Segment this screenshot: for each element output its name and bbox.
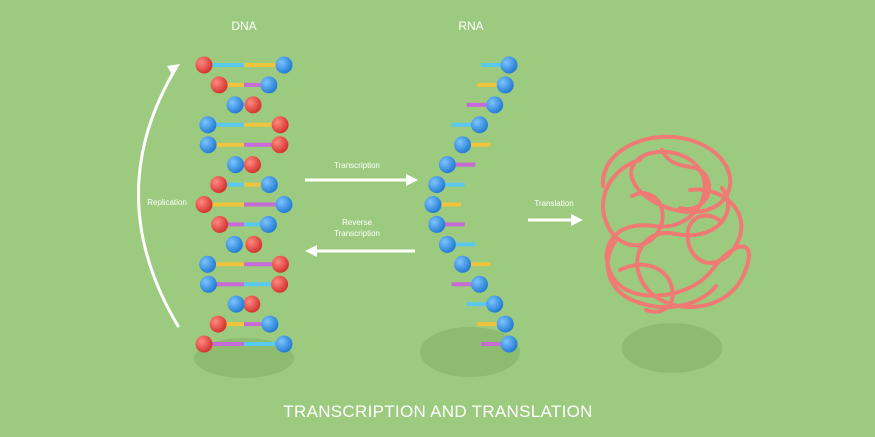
- rna-shadow: [420, 327, 520, 377]
- dna-node-red: [271, 255, 289, 273]
- protein-chain-icon: [600, 134, 751, 314]
- dna-node-blue: [260, 76, 278, 94]
- rna-node: [454, 255, 472, 273]
- dna-node-blue: [275, 56, 293, 74]
- dna-shadow: [194, 338, 294, 378]
- dna-node-blue: [199, 116, 217, 134]
- dna-node-red: [195, 56, 213, 74]
- diagram-title: TRANSCRIPTION AND TRANSLATION: [283, 402, 593, 421]
- reverse-transcription-label: Transcription: [334, 229, 380, 238]
- protein-shadow: [622, 323, 722, 373]
- dna-node-blue: [259, 215, 277, 233]
- rna-node: [470, 116, 488, 134]
- rna-node: [500, 335, 518, 353]
- rna-node: [486, 295, 504, 313]
- transcription-label: Transcription: [334, 161, 380, 170]
- dna-node-blue: [261, 315, 279, 333]
- dna-node-red: [195, 335, 213, 353]
- dna-node-blue: [260, 176, 278, 194]
- transcription-arrow-head: [406, 174, 418, 186]
- dna-node-blue: [225, 235, 243, 253]
- reverse-transcription-arrow-head: [305, 245, 317, 257]
- rna-label: RNA: [458, 19, 484, 33]
- translation-arrow-head: [571, 214, 583, 226]
- dna-node-red: [243, 156, 261, 174]
- dna-node-blue: [199, 136, 217, 154]
- dna-node-blue: [227, 295, 245, 313]
- rna-node: [496, 76, 514, 94]
- dna-double-helix-icon: [195, 56, 293, 353]
- dna-node-red: [244, 96, 262, 114]
- rna-node: [428, 215, 446, 233]
- rna-node: [486, 96, 504, 114]
- rna-node: [496, 315, 514, 333]
- rna-node: [438, 156, 456, 174]
- dna-node-red: [271, 136, 289, 154]
- dna-node-blue: [227, 156, 245, 174]
- replication-arrow: [137, 66, 180, 328]
- dna-node-red: [245, 235, 263, 253]
- dna-node-blue: [275, 335, 293, 353]
- dna-node-red: [210, 76, 228, 94]
- dna-node-red: [195, 196, 213, 213]
- replication-arrow-head: [167, 64, 180, 76]
- rna-single-strand-icon: [424, 56, 518, 353]
- dna-node-red: [271, 275, 289, 293]
- dna-label: DNA: [231, 19, 257, 33]
- rna-node: [424, 196, 442, 213]
- dna-node-red: [271, 116, 289, 134]
- rna-node: [438, 235, 456, 253]
- dna-node-red: [210, 176, 228, 194]
- translation-label: Translation: [534, 199, 574, 208]
- rna-node: [500, 56, 518, 74]
- dna-node-red: [243, 295, 261, 313]
- dna-node-blue: [199, 255, 217, 273]
- rna-node: [454, 136, 472, 154]
- dna-node-blue: [275, 196, 293, 213]
- replication-label: Replication: [147, 198, 187, 207]
- dna-node-blue: [199, 275, 217, 293]
- dna-node-red: [211, 215, 229, 233]
- dna-node-blue: [226, 96, 244, 114]
- dna-node-red: [209, 315, 227, 333]
- rna-node: [428, 176, 446, 194]
- rna-node: [470, 275, 488, 293]
- reverse-label: Reverse: [342, 218, 372, 227]
